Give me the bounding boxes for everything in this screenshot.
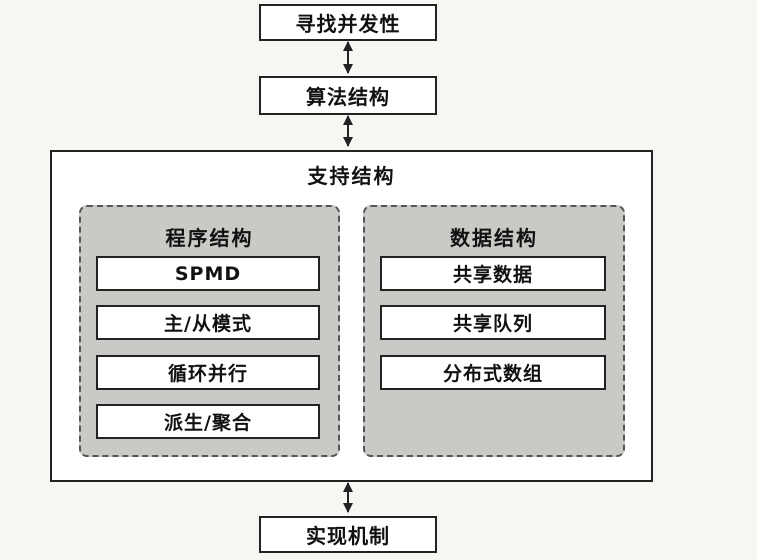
program-item-spmd: SPMD bbox=[96, 256, 320, 291]
program-structures-title: 程序结构 bbox=[165, 226, 254, 250]
data-item-label: 共享数据 bbox=[452, 264, 533, 286]
implementation-mechanisms-label: 实现机制 bbox=[306, 524, 390, 548]
find-concurrency-label: 寻找并发性 bbox=[295, 12, 401, 36]
data-item-distributed-array: 分布式数组 bbox=[380, 355, 606, 390]
data-structures-title: 数据结构 bbox=[450, 226, 538, 250]
data-item-shared-queue: 共享队列 bbox=[380, 305, 606, 340]
implementation-mechanisms-box: 实现机制 bbox=[259, 516, 437, 553]
supporting-structures-title: 支持结构 bbox=[307, 164, 396, 188]
find-concurrency-box: 寻找并发性 bbox=[259, 4, 437, 41]
data-item-label: 分布式数组 bbox=[442, 363, 543, 385]
program-item-label: SPMD bbox=[174, 262, 242, 285]
program-item-label: 主/从模式 bbox=[164, 313, 252, 335]
algorithm-structure-box: 算法结构 bbox=[259, 76, 437, 115]
program-item-loop-parallel: 循环并行 bbox=[96, 355, 320, 390]
algorithm-structure-label: 算法结构 bbox=[306, 85, 390, 109]
program-item-label: 循环并行 bbox=[167, 363, 248, 385]
program-item-label: 派生/聚合 bbox=[164, 412, 252, 434]
data-item-shared-data: 共享数据 bbox=[380, 256, 606, 291]
data-item-label: 共享队列 bbox=[452, 313, 533, 335]
program-item-master-worker: 主/从模式 bbox=[96, 305, 320, 340]
program-item-fork-join: 派生/聚合 bbox=[96, 404, 320, 439]
